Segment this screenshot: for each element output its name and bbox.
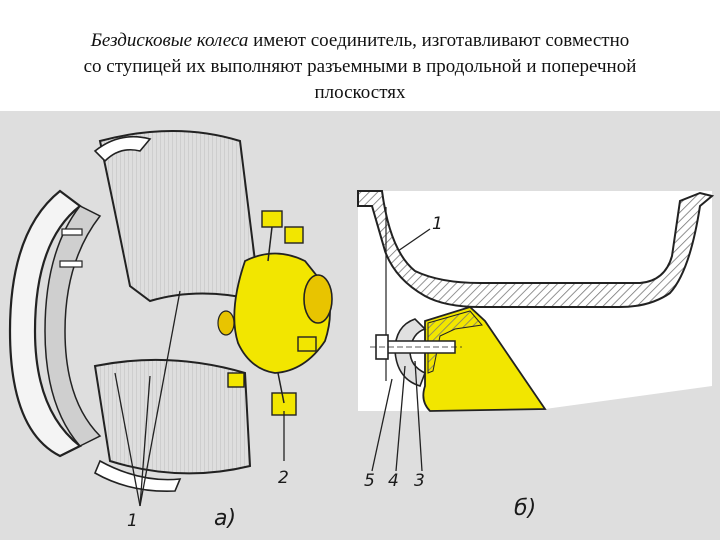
- wheel-figure: 1 2 а) 1 5 4: [0, 111, 720, 540]
- right-hub-section: [422, 305, 547, 412]
- left-rim-slot-1: [61, 228, 83, 236]
- wheel-figure-svg: 1 2 а) 1 5 4: [8, 130, 715, 531]
- left-callout-1-line-b: [114, 372, 141, 507]
- left-panel-label: а): [214, 506, 236, 531]
- right-callout-3: 3: [414, 471, 425, 491]
- caption-line-1-rest: имеют соединитель, изготавливают совмест…: [248, 30, 630, 51]
- left-rim-slot-2: [59, 260, 83, 268]
- left-callout-1-line-a: [139, 290, 181, 507]
- right-section-drawing: 1 5 4 3 б): [357, 190, 715, 521]
- caption-line-2: со ступицей их выполняют разъемными в пр…: [83, 56, 637, 77]
- left-hub-bolt-top: [261, 210, 283, 228]
- left-hub-spoke-2: [277, 372, 285, 404]
- left-hub-bolt-top-2: [284, 226, 304, 244]
- right-rim-profile: [357, 190, 715, 308]
- caption-italic-term: Бездисковые колеса: [90, 30, 249, 51]
- left-callout-2: 2: [278, 468, 289, 488]
- right-callout-5-line: [371, 378, 393, 472]
- left-rim-lower-segment: [93, 358, 252, 475]
- left-hub-bolt-right: [297, 336, 317, 352]
- left-hub-bore: [217, 310, 235, 336]
- right-callout-4-line: [395, 365, 406, 472]
- right-panel-label: б): [514, 496, 536, 521]
- caption: Бездисковые колеса имеют соединитель, из…: [0, 28, 720, 106]
- left-hub-cap: [303, 274, 333, 324]
- right-callout-1-line: [397, 228, 431, 252]
- left-callout-1-line-c: [139, 375, 151, 507]
- caption-line-1: Бездисковые колеса имеют соединитель, из…: [0, 28, 720, 54]
- right-callout-5: 5: [364, 471, 375, 491]
- left-rim-upper-lip: [93, 135, 152, 163]
- left-rim-flange: [8, 189, 83, 458]
- left-callout-1: 1: [127, 511, 138, 531]
- left-rim-lower-lip: [93, 459, 182, 492]
- right-callout-3-line: [414, 360, 423, 472]
- caption-line-3: плоскостях: [314, 82, 406, 103]
- right-hub-hatch: [427, 310, 483, 374]
- left-wheel-drawing: 1 2 а): [8, 130, 333, 531]
- left-hub: [217, 210, 333, 416]
- right-callout-4: 4: [388, 471, 399, 491]
- right-callout-1: 1: [432, 214, 443, 234]
- left-hub-bolt-left: [227, 372, 245, 388]
- left-rim-upper-segment: [98, 130, 262, 303]
- left-rim-inner-ring: [44, 205, 102, 447]
- left-hub-spoke-1: [267, 226, 273, 262]
